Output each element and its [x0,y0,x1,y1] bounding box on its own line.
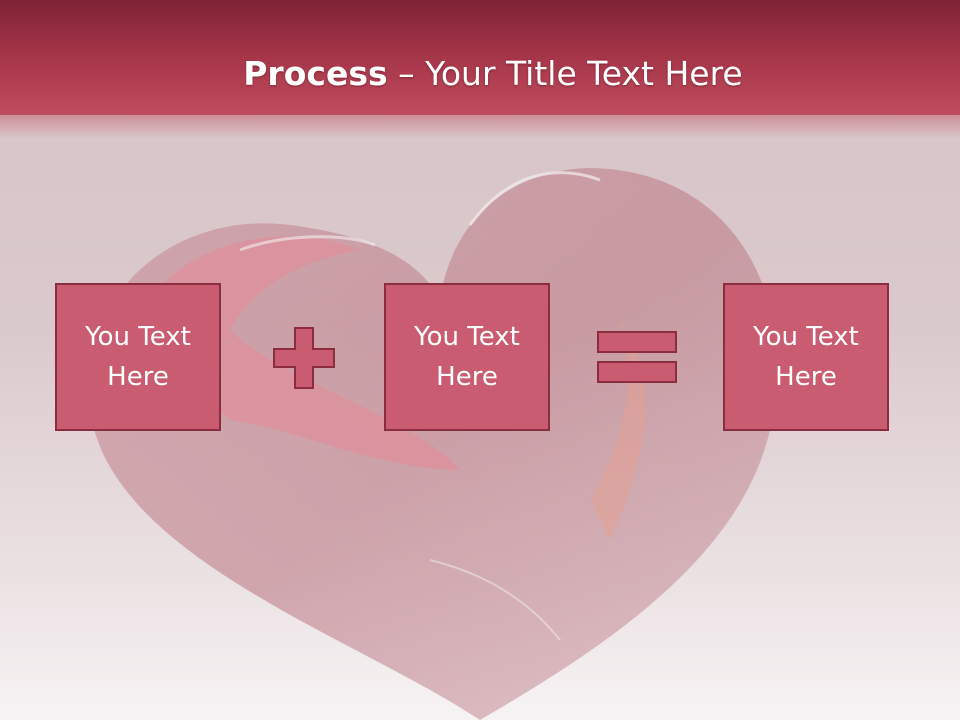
process-box-2-text: You Text Here [392,317,542,397]
equals-icon [597,331,677,383]
slide-title: Process – Your Title Text Here [0,52,960,96]
plus-icon [273,327,335,389]
process-box-3[interactable]: You Text Here [723,283,889,431]
process-box-1-line1: You Text [85,322,191,352]
process-box-2-line1: You Text [414,322,520,352]
slide-title-bold: Process [243,54,388,93]
slide-title-rest: – Your Title Text Here [387,54,743,93]
process-box-3-line2: Here [775,362,837,392]
process-box-1-text: You Text Here [63,317,213,397]
process-box-3-text: You Text Here [731,317,881,397]
title-bar-fade [0,110,960,138]
title-bar [0,0,960,115]
process-box-1[interactable]: You Text Here [55,283,221,431]
process-box-2[interactable]: You Text Here [384,283,550,431]
process-box-2-line2: Here [436,362,498,392]
process-box-1-line2: Here [107,362,169,392]
process-box-3-line1: You Text [753,322,859,352]
